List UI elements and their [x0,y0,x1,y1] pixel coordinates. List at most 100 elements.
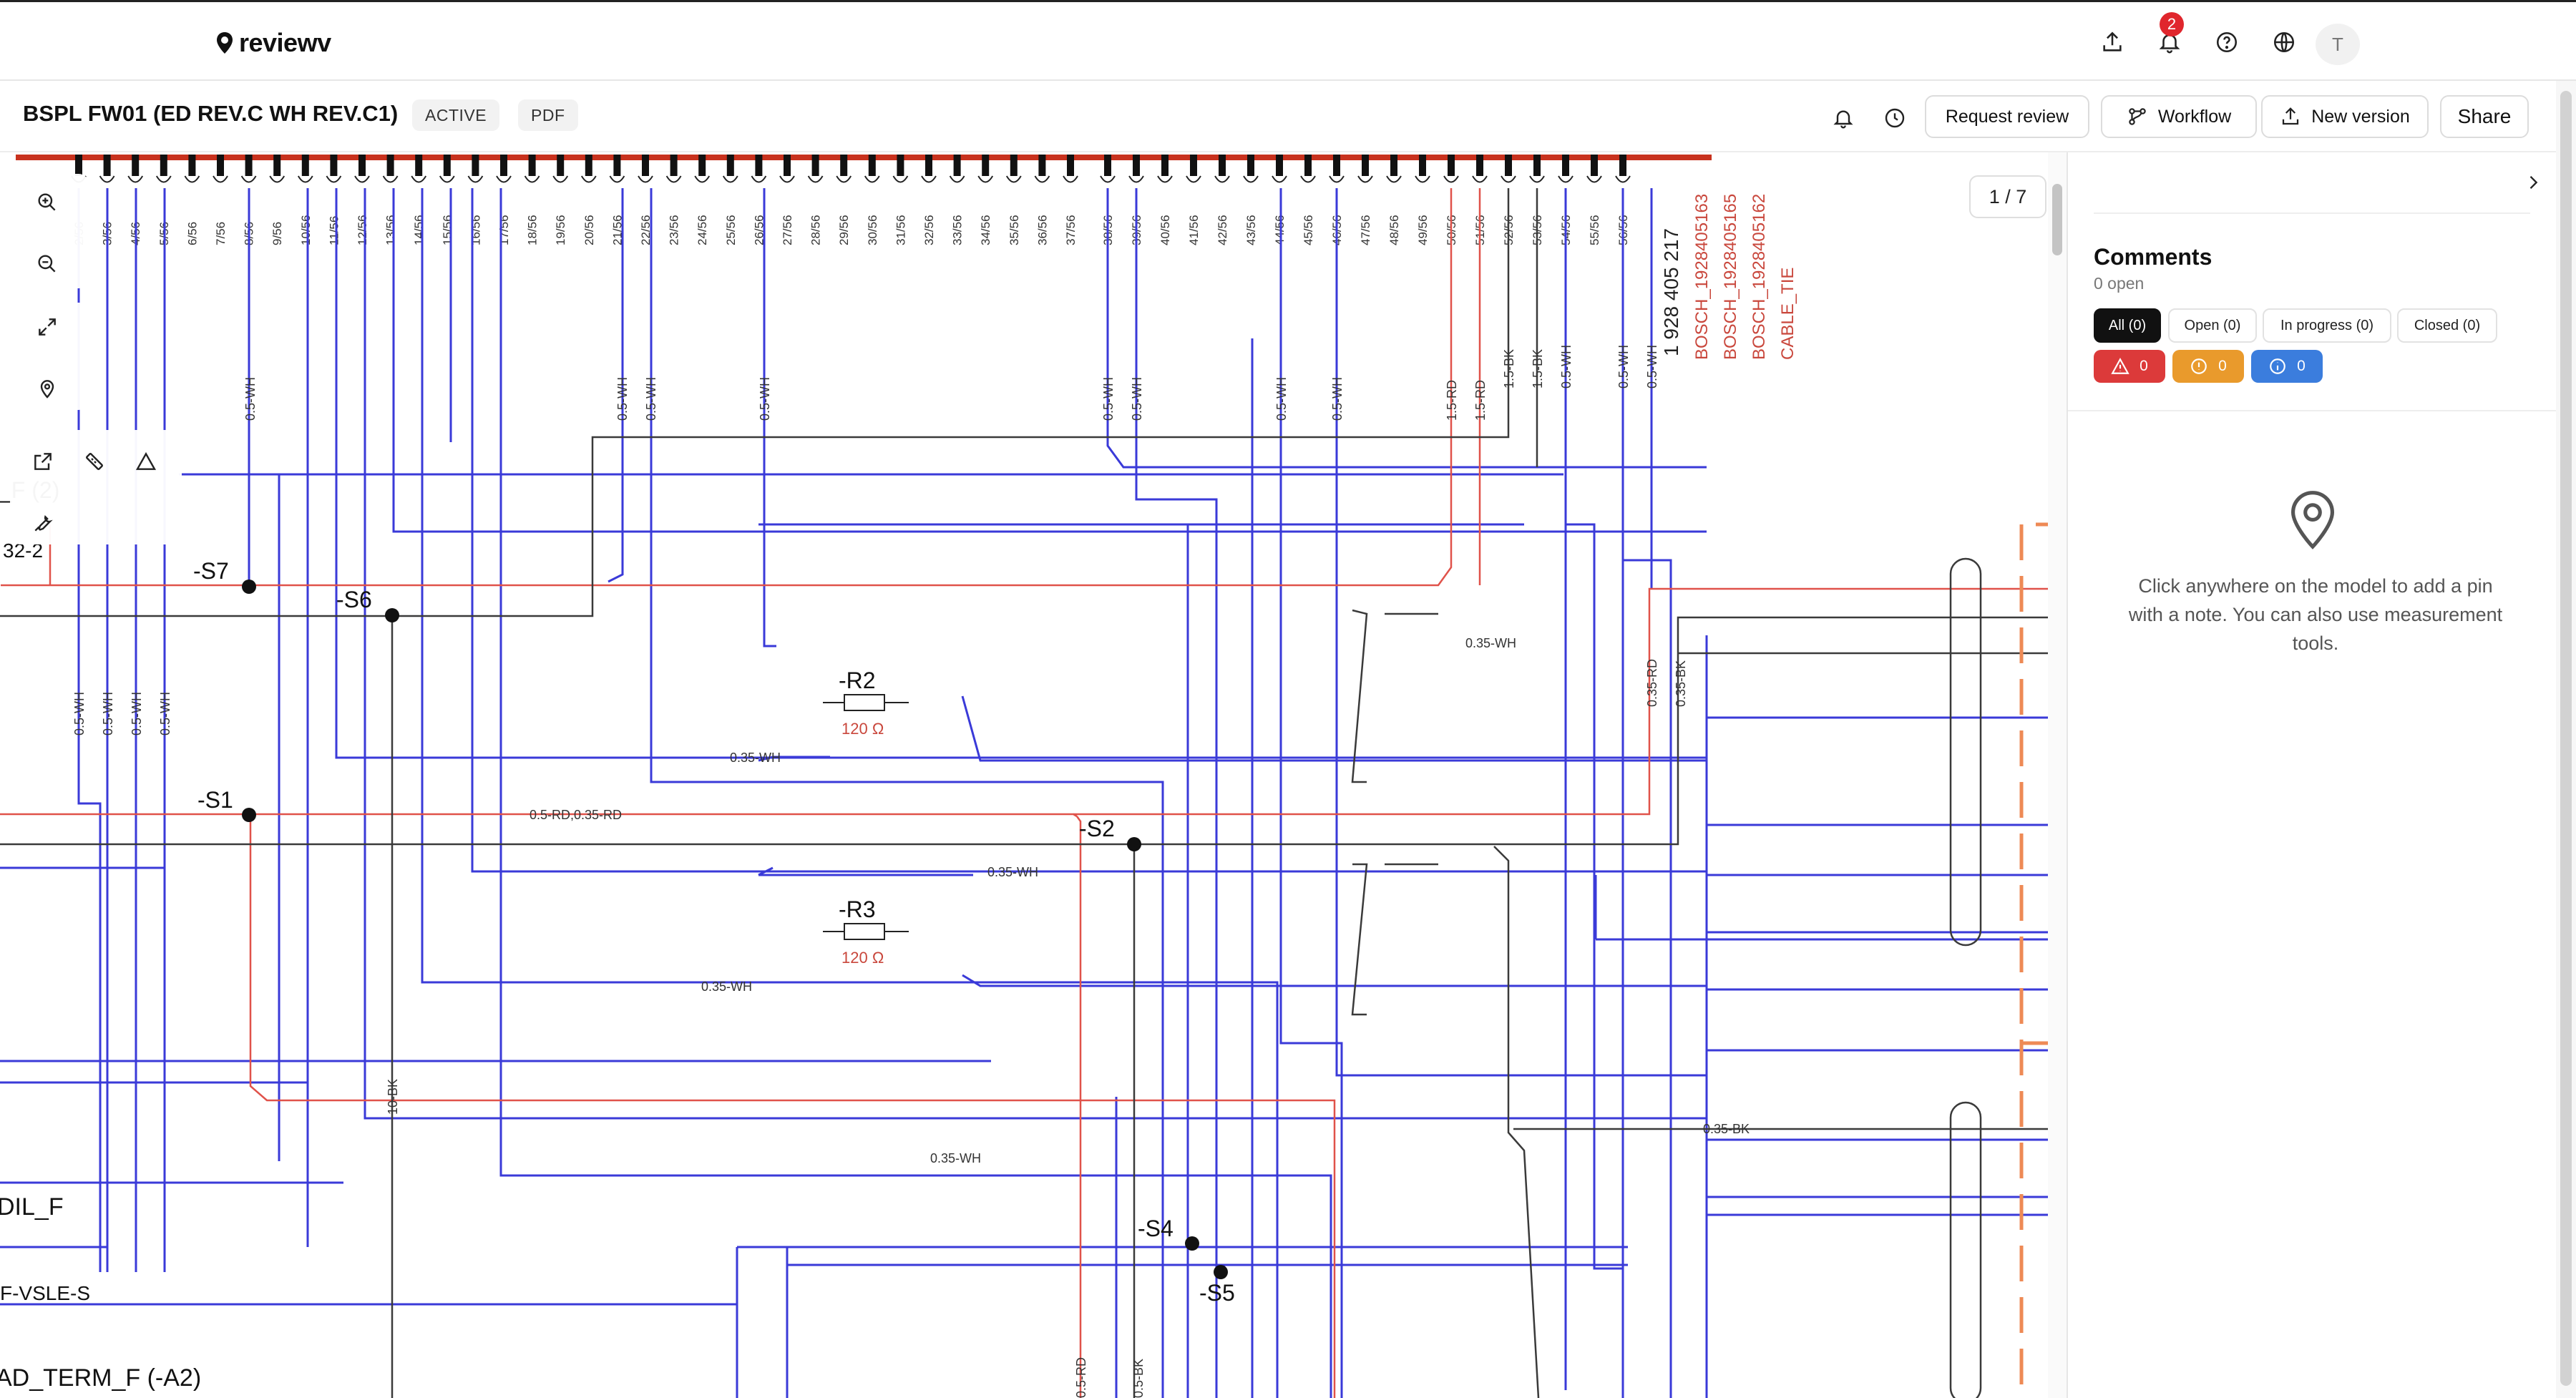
connector-pin [1362,155,1369,176]
connector-pin [925,155,932,176]
workflow-label: Workflow [2157,106,2232,127]
wire-label: 0.5-WH [1274,377,1289,421]
connector-pin [585,155,592,176]
wire-label: 0.5-WH [644,377,658,421]
measure-ruler-icon[interactable] [77,444,112,479]
connector-pin-socket [411,175,427,183]
alert-triangle-icon [2111,358,2129,374]
pin-icon[interactable] [30,371,64,406]
severity-info[interactable]: 0 [2251,350,2323,383]
filter-in-progress[interactable]: In progress (0) [2263,308,2391,343]
wiring-schematic[interactable]: 2/563/564/565/566/567/568/569/5610/5611/… [0,152,2048,1398]
history-icon[interactable] [1880,104,1909,132]
connector-pin [868,155,876,176]
left-label: DIL_F [0,1193,64,1221]
connector-pin [1533,155,1541,176]
wire-label: 1.5-RD [1445,380,1459,421]
severity-warning[interactable]: 0 [2172,350,2244,383]
connector-pin-socket [1329,175,1345,183]
notification-badge: 2 [2160,12,2184,36]
connector-pin [273,155,281,176]
connector-pin-label: 33/56 [951,215,965,245]
resistor-r3: -R3 120 Ω [823,896,909,967]
fit-screen-icon[interactable] [30,310,64,344]
splice-points [242,580,1228,1279]
connector-pin-socket [609,175,625,183]
viewer-scrollbar[interactable] [2048,152,2067,1398]
connector-pin [1591,155,1598,176]
open-external-icon[interactable] [26,444,60,479]
connector-pin-label: 48/56 [1387,215,1401,245]
connector-pin-label: 34/56 [979,215,992,245]
resistor-r2-value: 120 Ω [841,720,884,738]
splice-dot-s6 [385,608,399,622]
severity-critical[interactable]: 0 [2094,350,2165,383]
user-avatar[interactable]: T [2316,24,2360,65]
empty-state-text: Click anywhere on the model to add a pin… [2128,575,2503,654]
format-badge: PDF [518,99,578,131]
share-button[interactable]: Share [2440,95,2529,138]
zoom-in-icon[interactable] [30,185,64,220]
connector-pin-label: 7/56 [214,222,228,245]
page-scroll-thumb[interactable] [2560,91,2572,1386]
connector-ref-label: BOSCH_1928405163 [1692,194,1712,360]
workflow-button[interactable]: Workflow [2101,95,2257,138]
globe-icon[interactable] [2268,26,2300,58]
filter-all[interactable]: All (0) [2094,308,2161,343]
connector-pin [1276,155,1283,176]
upload-icon[interactable] [2097,26,2128,58]
connector-pin-label: 26/56 [752,215,766,245]
zoom-out-icon[interactable] [30,247,64,281]
collapse-panel-chevron-right-icon[interactable] [2520,170,2546,195]
wire-label: 0.5-RD,0.35-RD [530,808,622,822]
page-indicator[interactable]: 1 / 7 [1969,175,2046,218]
connector-pin-label: 10/56 [299,215,313,245]
connector-pin-socket [638,175,653,183]
connector-pin-label: 27/56 [781,215,794,245]
page-scrollbar[interactable] [2556,81,2576,1398]
connector-pin-socket [1272,175,1287,183]
comments-open-count: 0 open [2094,274,2145,293]
watch-bell-icon[interactable] [1829,104,1858,132]
connector-pin-label: 31/56 [894,215,907,245]
connector-pin-socket [354,175,370,183]
wire-label: 0.5-WH [130,692,144,735]
request-review-button[interactable]: Request review [1925,95,2089,138]
connector-pin [755,155,763,176]
measure-area-icon[interactable] [129,444,163,479]
top-bar: reviewv 2 T [0,0,2576,81]
filter-closed[interactable]: Closed (0) [2397,308,2497,343]
connector-pin-label: 40/56 [1158,215,1172,245]
wire-label: 0.5-WH [158,692,172,735]
connector-pin [528,155,536,176]
left-label: F-VSLE-S [0,1282,90,1304]
filter-open[interactable]: Open (0) [2168,308,2257,343]
cable-tie-2 [1949,1101,1982,1398]
comments-title: Comments [2094,244,2212,270]
connector-pin [1419,155,1426,176]
share-label: Share [2457,105,2512,127]
wire-label: 0.5-WH [1645,345,1659,388]
connector-pin [103,155,111,176]
wire-label: 0.35-WH [930,1151,981,1165]
connector-pin [1333,155,1340,176]
wrench-icon[interactable] [26,506,60,540]
connector-pin [217,155,224,176]
app-logo[interactable]: reviewv [215,28,331,58]
help-icon[interactable] [2211,26,2243,58]
connector-pin-socket [524,175,540,183]
connector-pin-socket [1034,175,1050,183]
connector-pin [386,155,394,176]
viewer-scroll-thumb[interactable] [2052,184,2062,255]
connector-pin [1562,155,1569,176]
new-version-button[interactable]: New version [2261,95,2429,138]
connector-pin [1619,155,1626,176]
connector-pin-socket [1100,175,1116,183]
model-viewer[interactable]: 2/563/564/565/566/567/568/569/5610/5611/… [0,152,2048,1398]
connector-pin-socket [1443,175,1459,183]
connector-pin-socket [439,175,455,183]
empty-state-pin-icon [2283,483,2343,555]
connector-pin-socket [1386,175,1402,183]
connector-pin [642,155,649,176]
connector-pin-socket [836,175,852,183]
